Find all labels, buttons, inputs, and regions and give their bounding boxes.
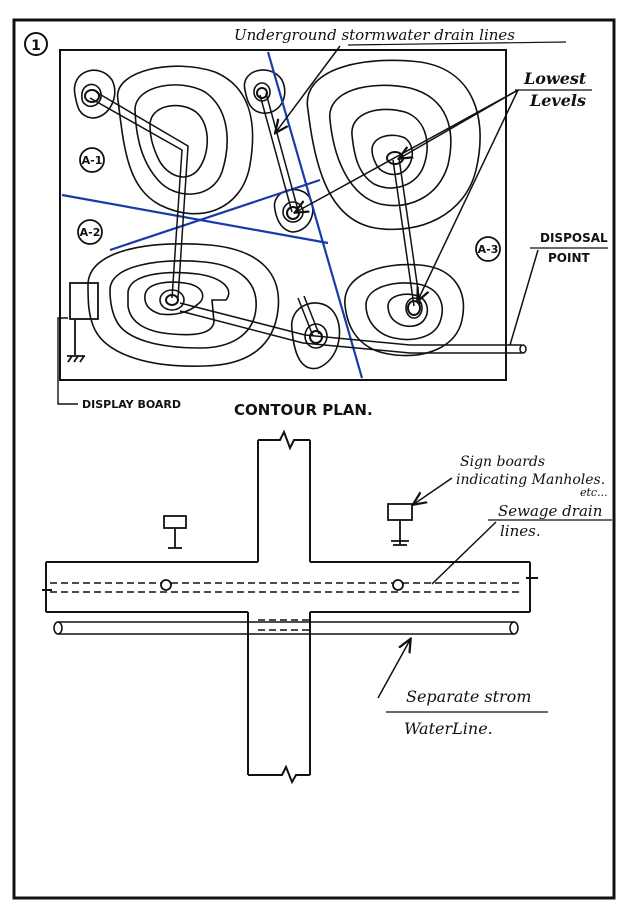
manhole-2 — [392, 579, 404, 591]
road-plan: Sign boards indicating Manholes. etc... … — [42, 429, 612, 785]
contours-top-right — [306, 59, 481, 231]
label-signboards-1: Sign boards — [460, 454, 545, 470]
leader-lowest-2 — [296, 89, 519, 212]
display-board-symbol — [67, 282, 99, 363]
svg-text:A-3: A-3 — [478, 243, 499, 256]
horizontal-road — [42, 561, 538, 613]
signboard-right — [387, 503, 413, 546]
boundary-line-lower — [61, 193, 329, 245]
leader-lowest-3 — [418, 89, 519, 300]
zone-label-a2: A-2 — [77, 219, 103, 245]
label-lowest-levels-1: Lowest — [523, 69, 587, 88]
zone-boundaries — [61, 51, 364, 379]
drain-lines — [89, 91, 527, 354]
zone-label-a1: A-1 — [79, 147, 105, 173]
zone-label-a3: A-3 — [475, 236, 501, 262]
leader-storm — [377, 640, 410, 699]
label-disposal-2: POINT — [548, 251, 591, 265]
vertical-road — [247, 429, 311, 785]
leader-disposal — [509, 249, 539, 346]
label-signboards-3: etc... — [580, 486, 608, 499]
contour-plan-caption: CONTOUR PLAN. — [234, 401, 373, 419]
boundary-line-vertical — [266, 51, 364, 379]
label-sewage-1: Sewage drain — [498, 502, 602, 520]
boundary-line-upper — [109, 178, 321, 252]
label-storm-1: Separate strom — [406, 687, 531, 706]
leader-display-board — [57, 317, 78, 405]
label-signboards-2: indicating Manholes. — [456, 472, 605, 488]
site-boundary — [59, 49, 507, 381]
svg-text:1: 1 — [31, 38, 41, 54]
contours-bottom-right — [344, 263, 465, 357]
drain-lines-underline — [347, 41, 567, 46]
label-lowest-levels-2: Levels — [529, 91, 586, 110]
sewage-drain-lines — [50, 582, 520, 631]
label-drain-lines: Underground stormwater drain lines — [234, 26, 515, 44]
label-disposal-1: DISPOSAL — [540, 231, 608, 245]
sheet-border — [12, 18, 616, 900]
contour-plan: A-1 A-2 A-3 Underground stormwater drain… — [57, 26, 608, 419]
leader-signboards — [414, 477, 453, 504]
label-storm-2: WaterLine. — [404, 719, 493, 738]
leader-drain-lines — [276, 45, 341, 132]
signboard-left — [163, 515, 187, 549]
manhole-1 — [160, 579, 172, 591]
svg-text:A-1: A-1 — [82, 154, 103, 167]
label-display-board: DISPLAY BOARD — [82, 398, 181, 411]
svg-text:A-2: A-2 — [80, 226, 101, 239]
leader-sewage — [431, 521, 497, 585]
contours-bottom-left — [87, 242, 280, 367]
sheet-number: 1 — [24, 32, 48, 56]
storm-water-line — [53, 621, 519, 635]
label-sewage-2: lines. — [500, 522, 541, 540]
manholes — [160, 579, 404, 591]
